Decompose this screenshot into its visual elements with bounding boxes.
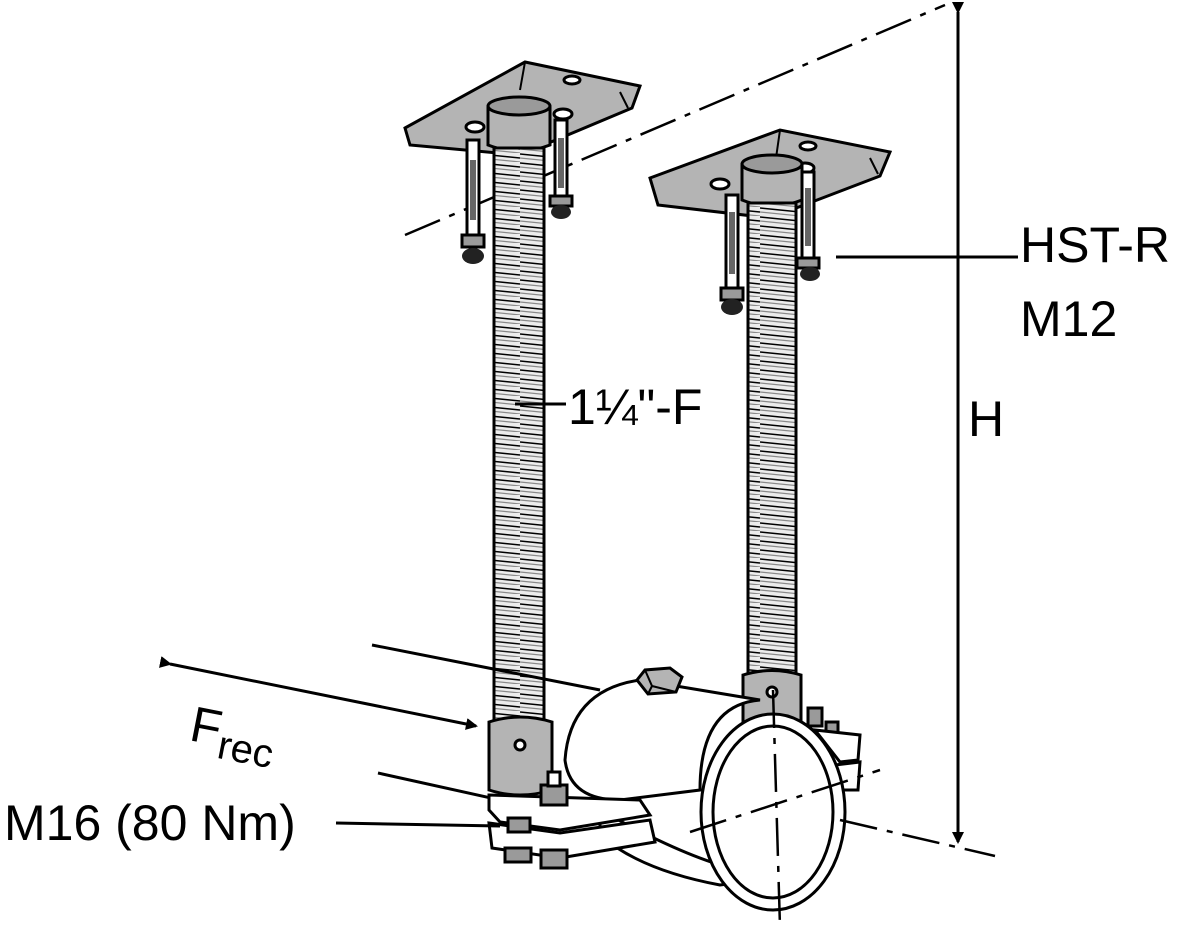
left-bottom-coupling <box>487 715 554 797</box>
force-double-arrow <box>159 656 478 730</box>
right-plate-hole <box>798 140 818 152</box>
left-plate-hole <box>464 120 486 134</box>
right-threaded-rod <box>746 201 798 677</box>
left-anchor-bolt <box>460 138 486 264</box>
clamp-top-hex-bolt <box>635 666 684 696</box>
anchor-label-line2: M12 <box>1020 291 1117 347</box>
left-plate-hole <box>562 74 582 86</box>
height-dimension: H <box>952 2 1004 844</box>
force-indicator: Frec <box>159 656 478 777</box>
pipe-vertical-centerline <box>771 689 782 927</box>
left-anchor-bolt <box>548 118 574 219</box>
right-plate-hole <box>709 177 731 191</box>
left-threaded-rod <box>492 146 546 724</box>
pipe-horizontal-centerline <box>689 768 881 834</box>
left-hanger <box>403 60 643 797</box>
right-anchor-bolt <box>719 193 745 315</box>
right-hanger <box>648 128 893 729</box>
clamp-bolt-label: M16 (80 Nm) <box>4 795 296 851</box>
height-label: H <box>968 391 1004 447</box>
right-anchor-bolt <box>795 170 821 281</box>
rod-label: 1¼"-F <box>568 379 702 435</box>
clamp-bolt-leader-line <box>335 821 501 828</box>
pipe-top-edge <box>371 643 601 692</box>
clamp-nut <box>503 816 533 864</box>
left-plate-hole <box>552 107 574 121</box>
clamp-bolt <box>539 770 569 870</box>
pipe-end-face <box>699 712 847 912</box>
clamp-band <box>563 678 761 802</box>
pipe-clamp-assembly <box>371 643 996 927</box>
anchor-label-line1: HST-R <box>1020 217 1170 273</box>
force-label: Frec <box>184 696 281 777</box>
pipe-axis-reference-line <box>839 818 996 858</box>
